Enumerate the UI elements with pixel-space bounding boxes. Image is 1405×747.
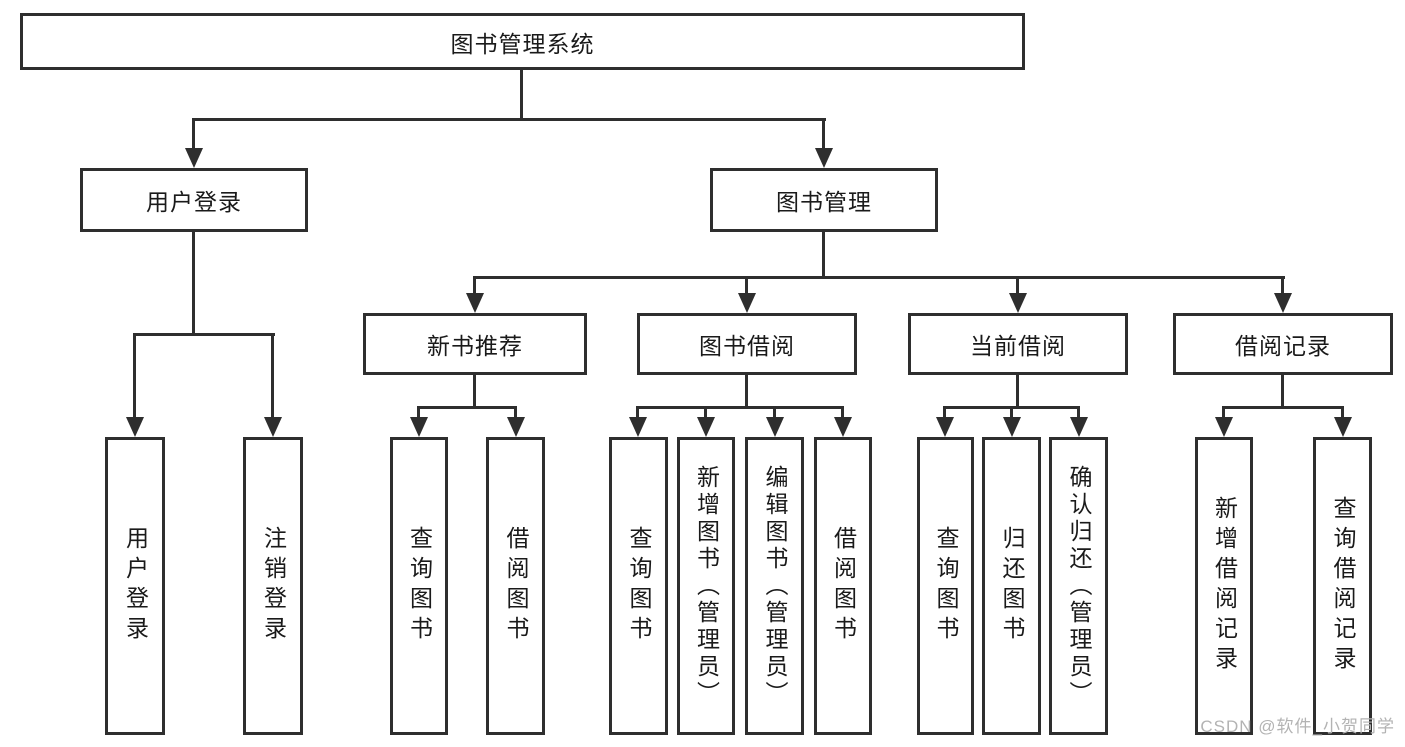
arrowhead-icon [738, 293, 756, 313]
connector-h [474, 276, 1285, 279]
node-user-login: 用户登录 [105, 437, 165, 735]
arrowhead-icon [629, 417, 647, 437]
connector-v [1077, 406, 1080, 422]
node-label: 图书借阅 [699, 333, 795, 359]
node-label: 用户登录 [122, 526, 149, 646]
node-logout: 注销登录 [243, 437, 303, 735]
node-add-book-admin: 新增图书（管理员） [677, 437, 735, 735]
node-query-borrow-record: 查询借阅记录 [1313, 437, 1372, 735]
connector-v [745, 373, 748, 409]
node-label: 新增图书（管理员） [693, 464, 720, 708]
connector-v [473, 373, 476, 409]
arrowhead-icon [264, 417, 282, 437]
node-label: 借阅记录 [1235, 333, 1331, 359]
connector-h [637, 406, 844, 409]
node-label: 确认归还（管理员） [1066, 464, 1092, 708]
node-borrow-books-recommend: 借阅图书 [486, 437, 545, 735]
connector-v [514, 406, 517, 422]
arrowhead-icon [936, 417, 954, 437]
connector-v [841, 406, 844, 422]
connector-v [520, 69, 523, 121]
node-user-login-group: 用户登录 [80, 168, 308, 232]
node-label: 图书管理 [776, 189, 872, 215]
arrowhead-icon [697, 417, 715, 437]
node-query-books-borrowing: 查询图书 [609, 437, 668, 735]
node-label: 新增借阅记录 [1211, 496, 1238, 676]
connector-v [1341, 406, 1344, 422]
node-edit-book-admin: 编辑图书（管理员） [745, 437, 804, 735]
arrowhead-icon [507, 417, 525, 437]
connector-v [271, 333, 274, 423]
node-add-borrow-record: 新增借阅记录 [1195, 437, 1253, 735]
connector-v [192, 118, 195, 154]
watermark: CSDN @软件_小贺同学 [1200, 717, 1395, 736]
connector-v [1281, 276, 1284, 298]
arrowhead-icon [834, 417, 852, 437]
arrowhead-icon [126, 417, 144, 437]
node-label: 查询图书 [406, 526, 433, 646]
arrowhead-icon [185, 148, 203, 168]
connector-v [1222, 406, 1225, 422]
node-query-books-recommend: 查询图书 [390, 437, 448, 735]
node-borrow-books: 借阅图书 [814, 437, 872, 735]
node-label: 借阅图书 [503, 526, 529, 646]
connector-v [1016, 276, 1019, 298]
node-label: 新书推荐 [427, 333, 523, 359]
node-current-borrowing: 当前借阅 [908, 313, 1128, 375]
arrowhead-icon [1070, 417, 1088, 437]
arrowhead-icon [815, 148, 833, 168]
connector-v [773, 406, 776, 422]
node-label: 注销登录 [260, 526, 287, 646]
arrowhead-icon [1009, 293, 1027, 313]
node-label: 借阅图书 [830, 526, 857, 646]
node-label: 查询借阅记录 [1330, 496, 1356, 676]
connector-v [636, 406, 639, 422]
node-borrowing-records: 借阅记录 [1173, 313, 1393, 375]
node-library-system: 图书管理系统 [20, 13, 1025, 70]
connector-h [1223, 406, 1343, 409]
node-book-management: 图书管理 [710, 168, 938, 232]
node-label: 归还图书 [999, 526, 1025, 646]
connector-h [134, 333, 275, 336]
connector-v [192, 230, 195, 336]
node-new-book-recommend: 新书推荐 [363, 313, 587, 375]
connector-h [193, 118, 826, 121]
node-label: 查询图书 [933, 526, 959, 646]
node-query-books-current: 查询图书 [917, 437, 974, 735]
arrowhead-icon [466, 293, 484, 313]
node-confirm-return-admin: 确认归还（管理员） [1049, 437, 1108, 735]
arrowhead-icon [1274, 293, 1292, 313]
node-label: 查询图书 [626, 526, 652, 646]
node-label: 用户登录 [146, 189, 242, 215]
connector-v [822, 230, 825, 279]
node-return-book: 归还图书 [982, 437, 1041, 735]
node-label: 当前借阅 [970, 333, 1066, 359]
connector-v [1016, 373, 1019, 409]
arrowhead-icon [766, 417, 784, 437]
connector-v [473, 276, 476, 298]
connector-v [133, 333, 136, 423]
arrowhead-icon [1215, 417, 1233, 437]
node-book-borrowing: 图书借阅 [637, 313, 857, 375]
arrowhead-icon [410, 417, 428, 437]
connector-v [943, 406, 946, 422]
arrowhead-icon [1003, 417, 1021, 437]
connector-h [418, 406, 517, 409]
connector-v [822, 118, 825, 154]
arrowhead-icon [1334, 417, 1352, 437]
connector-v [1281, 373, 1284, 409]
connector-v [417, 406, 420, 422]
connector-v [745, 276, 748, 298]
node-label: 编辑图书（管理员） [762, 464, 788, 708]
connector-v [1010, 406, 1013, 422]
connector-v [704, 406, 707, 422]
node-label: 图书管理系统 [450, 30, 595, 57]
